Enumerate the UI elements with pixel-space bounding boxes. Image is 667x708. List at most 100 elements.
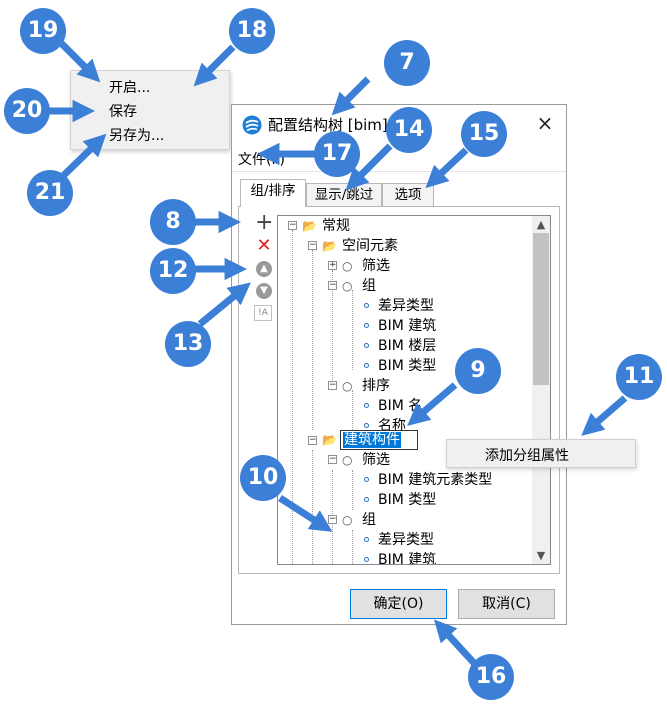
move-up-icon[interactable]: ▲ <box>256 261 272 277</box>
tree-node-label: 排序 <box>362 378 390 394</box>
leaf-dot-icon <box>364 323 369 328</box>
rename-input[interactable]: 建筑构件 <box>340 430 418 450</box>
structure-tree[interactable]: − 📂 常规 − 📂 空间元素 + ○ 筛选 − <box>277 215 551 565</box>
collapse-icon[interactable]: − <box>288 220 297 230</box>
tree-node[interactable]: − ○ 组 <box>278 510 528 530</box>
callout-badge: 10 <box>240 455 286 501</box>
leaf-dot-icon <box>364 497 369 502</box>
tree-node-label: 组 <box>362 512 376 528</box>
tree-node-label: 筛选 <box>362 258 390 274</box>
cancel-button[interactable]: 取消(C) <box>458 589 555 619</box>
leaf-dot-icon <box>364 537 369 542</box>
tree-leaf[interactable]: BIM 建筑元素类型 <box>278 470 528 490</box>
delete-icon[interactable]: ✕ <box>256 235 272 256</box>
tree-node[interactable]: − 📂 <box>278 430 528 450</box>
config-tree-dialog: 配置结构树 [bim] × 文件(F) 组/排序 显示/跳过 选项 + ✕ ▲ … <box>231 104 567 625</box>
scroll-up-icon[interactable]: ▲ <box>536 218 546 231</box>
tree-node-label: 组 <box>362 278 376 294</box>
tab-group-sort[interactable]: 组/排序 <box>240 179 306 207</box>
tree-leaf[interactable]: BIM 建筑 <box>278 316 528 336</box>
leaf-dot-icon <box>364 363 369 368</box>
tree-context-menu: 添加分组属性 <box>446 439 636 468</box>
add-icon[interactable]: + <box>255 210 274 235</box>
callout-badge: 14 <box>386 107 432 153</box>
folder-open-icon: 📂 <box>322 239 337 253</box>
callout-badge: 21 <box>27 170 73 216</box>
tree-node[interactable]: − ○ 组 <box>278 276 528 296</box>
tree-node[interactable]: − ○ 排序 <box>278 376 528 396</box>
tree-leaf-label: BIM 类型 <box>378 358 437 374</box>
tree-scrollbar[interactable]: ▲ ▼ <box>532 216 550 564</box>
leaf-dot-icon <box>364 303 369 308</box>
tree-leaf[interactable]: BIM 楼层 <box>278 336 528 356</box>
menu-item-open[interactable]: 开启... <box>109 80 151 96</box>
tree-leaf[interactable]: BIM 建筑 <box>278 550 528 564</box>
circle-node-icon: ○ <box>342 259 353 273</box>
tree-node[interactable]: − 📂 常规 <box>278 216 528 236</box>
tab-display-skip[interactable]: 显示/跳过 <box>306 183 382 207</box>
tree-node[interactable]: − ○ 筛选 <box>278 450 528 470</box>
circle-node-icon: ○ <box>342 279 353 293</box>
callout-badge: 16 <box>468 654 514 700</box>
tree-leaf[interactable]: BIM 类型 <box>278 490 528 510</box>
tree-node[interactable]: + ○ 筛选 <box>278 256 528 276</box>
tree-leaf-label: BIM 建筑 <box>378 552 437 564</box>
close-button[interactable]: × <box>536 111 554 135</box>
move-down-icon[interactable]: ▼ <box>256 283 272 299</box>
tree-leaf[interactable]: 差异类型 <box>278 530 528 550</box>
callout-badge: 17 <box>314 131 360 177</box>
callout-badge: 7 <box>384 40 430 86</box>
menu-file[interactable]: 文件(F) <box>238 152 285 168</box>
tree-node[interactable]: − 📂 空间元素 <box>278 236 528 256</box>
tree-leaf-label: BIM 建筑元素类型 <box>378 472 493 488</box>
leaf-dot-icon <box>364 403 369 408</box>
expand-icon[interactable]: + <box>328 260 337 270</box>
collapse-icon[interactable]: − <box>328 280 337 290</box>
tab-panel: + ✕ ▲ ▼ !A − 📂 常规 <box>238 206 560 574</box>
rename-icon[interactable]: !A <box>254 305 272 321</box>
folder-open-icon: 📂 <box>322 433 337 447</box>
tree-node-label: 常规 <box>322 218 350 234</box>
tree-leaf[interactable]: 差异类型 <box>278 296 528 316</box>
tree-leaf[interactable]: BIM 名 <box>278 396 528 416</box>
tree-leaf[interactable]: BIM 类型 <box>278 356 528 376</box>
tree-node-label: 筛选 <box>362 452 390 468</box>
app-logo-icon <box>242 115 262 135</box>
menu-item-save-as[interactable]: 另存为... <box>109 128 165 144</box>
collapse-icon[interactable]: − <box>328 380 337 390</box>
menu-item-add-group-property[interactable]: 添加分组属性 <box>485 448 569 464</box>
callout-badge: 13 <box>165 321 211 367</box>
callout-badge: 20 <box>4 88 50 134</box>
scroll-down-icon[interactable]: ▼ <box>536 549 546 562</box>
dialog-title: 配置结构树 [bim] <box>268 116 388 134</box>
collapse-icon[interactable]: − <box>308 435 317 445</box>
tree-leaf-label: BIM 类型 <box>378 492 437 508</box>
tree-leaf-label: BIM 建筑 <box>378 318 437 334</box>
leaf-dot-icon <box>364 557 369 562</box>
leaf-dot-icon <box>364 423 369 428</box>
rename-input-value[interactable]: 建筑构件 <box>343 432 401 448</box>
ok-button[interactable]: 确定(O) <box>350 589 447 619</box>
leaf-dot-icon <box>364 343 369 348</box>
callout-badge: 19 <box>20 8 66 54</box>
collapse-icon[interactable]: − <box>328 514 337 524</box>
tree-leaf-label: BIM 名 <box>378 398 423 414</box>
scroll-thumb[interactable] <box>533 233 549 385</box>
circle-node-icon: ○ <box>342 379 353 393</box>
callout-badge: 8 <box>150 199 196 245</box>
callout-badge: 9 <box>455 348 501 394</box>
callout-badge: 12 <box>150 248 196 294</box>
callout-badge: 11 <box>616 354 662 400</box>
circle-node-icon: ○ <box>342 513 353 527</box>
collapse-icon[interactable]: − <box>328 454 337 464</box>
menu-item-save[interactable]: 保存 <box>109 104 137 120</box>
callout-badge: 18 <box>229 8 275 54</box>
file-menu: 开启... 保存 另存为... <box>70 70 230 150</box>
leaf-dot-icon <box>364 477 369 482</box>
tree-leaf-label: 差异类型 <box>378 298 434 314</box>
collapse-icon[interactable]: − <box>308 240 317 250</box>
tab-options[interactable]: 选项 <box>382 183 434 207</box>
tree-leaf-label: BIM 楼层 <box>378 338 437 354</box>
tree-node-label: 空间元素 <box>342 238 398 254</box>
menubar-divider <box>232 171 566 172</box>
